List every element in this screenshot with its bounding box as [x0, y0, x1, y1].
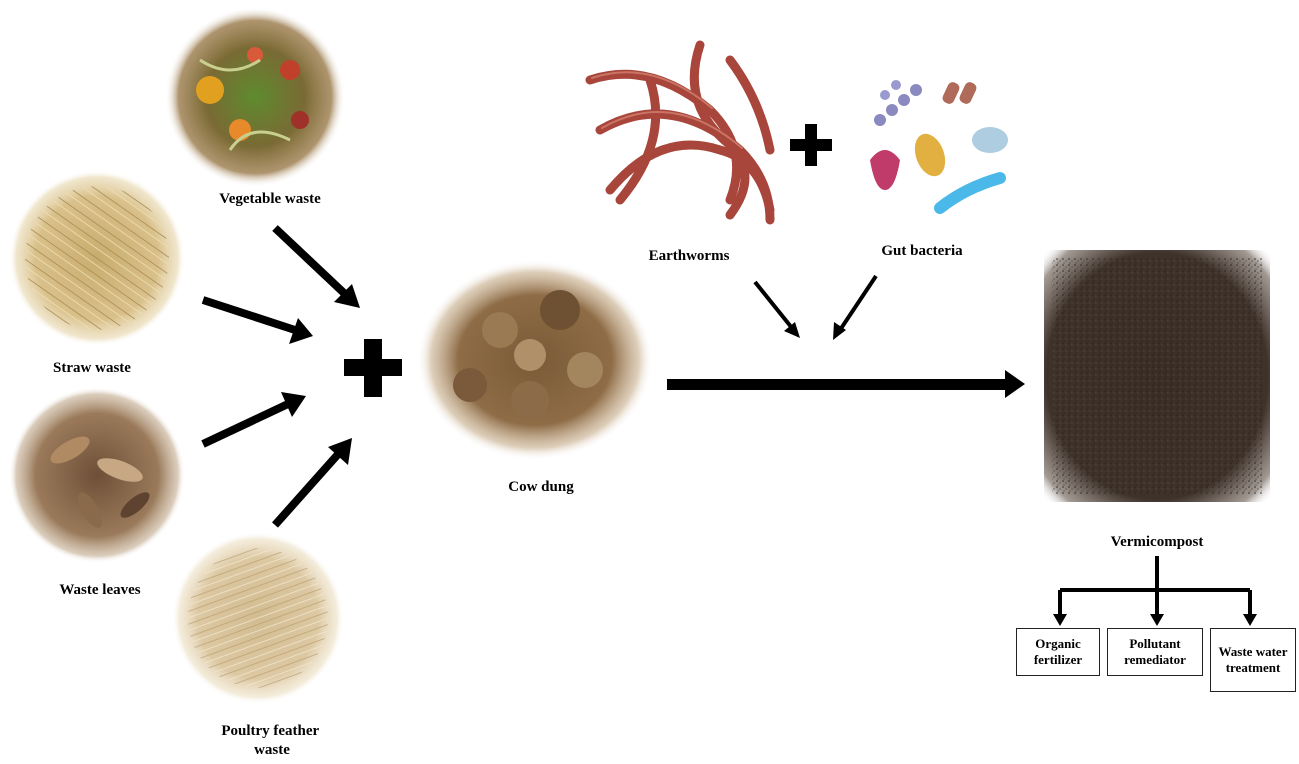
cow-dung-image: [417, 260, 653, 460]
bacteria-icon: [870, 80, 1008, 208]
input-arrows: [203, 228, 360, 525]
plus-icon: [790, 124, 832, 166]
worm-icon: [590, 45, 770, 220]
arrow-head: [1053, 614, 1067, 626]
poultry-feather-waste-label-line1: Poultry feather: [221, 723, 319, 739]
arrow-icon: [203, 404, 288, 444]
arrow-head: [1005, 370, 1025, 398]
arrow-head: [1150, 614, 1164, 626]
vermicompost-image: [1044, 250, 1270, 502]
arrow-icon: [755, 282, 792, 328]
earthworms-label: Earthworms: [649, 248, 730, 264]
uses-branch: [1053, 556, 1257, 626]
use-box-organic-fertilizer: Organic fertilizer: [1016, 628, 1100, 676]
waste-leaves-image: [9, 387, 185, 563]
arrow-icon: [275, 452, 340, 525]
poultry-feather-waste-label-line2: waste: [254, 742, 290, 758]
gut-bacteria-label: Gut bacteria: [881, 243, 963, 259]
arrow-icon: [203, 300, 295, 330]
use-label: Waste water treatment: [1211, 644, 1295, 677]
straw-waste-label: Straw waste: [53, 360, 131, 376]
poultry-feather-waste-label: Poultry feather waste: [221, 723, 322, 758]
main-arrow: [667, 370, 1025, 398]
use-label: Organic fertilizer: [1017, 636, 1099, 669]
use-box-pollutant-remediator: Pollutant remediator: [1107, 628, 1203, 676]
cow-dung-label: Cow dung: [508, 479, 574, 495]
vermicompost-label: Vermicompost: [1111, 534, 1204, 550]
straw-waste-image: [9, 170, 185, 346]
vegetable-waste-image: [165, 7, 345, 187]
agent-arrows: [755, 276, 876, 340]
waste-leaves-label: Waste leaves: [59, 582, 140, 598]
arrow-icon: [840, 276, 876, 330]
arrow-icon: [667, 379, 1009, 390]
plus-icon: [344, 339, 402, 397]
poultry-feather-waste-image: [172, 532, 344, 704]
arrow-icon: [275, 228, 345, 294]
arrow-head: [784, 322, 800, 338]
use-box-waste-water-treatment: Waste water treatment: [1210, 628, 1296, 692]
arrow-head: [1243, 614, 1257, 626]
vegetable-waste-label: Vegetable waste: [219, 191, 321, 207]
use-label: Pollutant remediator: [1108, 636, 1202, 669]
